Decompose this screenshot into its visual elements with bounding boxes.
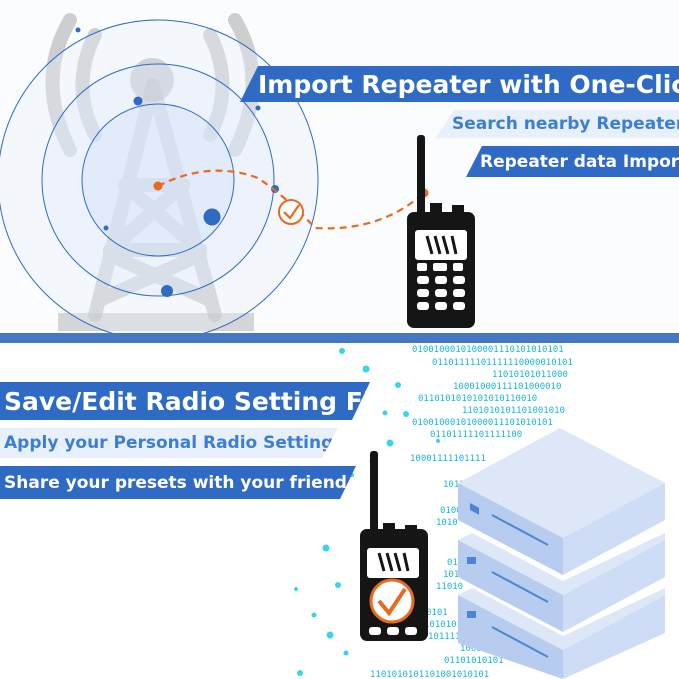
top-subline-1-banner: Search nearby Repeater xyxy=(436,110,679,138)
checkmark-icon xyxy=(278,199,304,225)
signal-rings-icon xyxy=(0,19,319,335)
svg-text:11010: 11010 xyxy=(436,582,463,592)
svg-text:1101010101101001010101: 1101010101101001010101 xyxy=(370,670,489,679)
top-subline-2-banner: Repeater data Import xyxy=(466,146,679,177)
data-particles xyxy=(294,348,440,676)
top-subline-2: Repeater data Import xyxy=(480,151,679,172)
svg-text:0101: 0101 xyxy=(426,608,448,618)
bottom-subline-1: Apply your Personal Radio Setting xyxy=(4,433,334,453)
top-illustration xyxy=(0,13,475,335)
svg-text:01001: 01001 xyxy=(440,506,467,516)
bottom-headline: Save/Edit Radio Setting File xyxy=(4,386,397,416)
bottom-subline-1-banner: Apply your Personal Radio Setting xyxy=(0,428,338,458)
svg-text:11010101011000: 11010101011000 xyxy=(492,370,568,380)
top-headline-banner: Import Repeater with One-Click xyxy=(240,66,679,102)
bottom-subline-2-banner: Share your presets with your friend xyxy=(0,466,356,499)
svg-text:1010: 1010 xyxy=(443,570,465,580)
svg-text:1011111: 1011111 xyxy=(428,632,466,642)
svg-text:01001000101000011101010101: 01001000101000011101010101 xyxy=(412,418,553,428)
svg-text:10101010: 10101010 xyxy=(424,620,467,630)
walkie-talkie-icon xyxy=(407,135,475,328)
svg-text:1101010101101001010: 1101010101101001010 xyxy=(462,406,565,416)
checkmark-icon xyxy=(369,578,415,624)
top-subline-1: Search nearby Repeater xyxy=(452,114,679,134)
bottom-subline-2: Share your presets with your friend xyxy=(4,472,347,493)
svg-text:10001111101111: 10001111101111 xyxy=(410,454,486,464)
svg-text:10111: 10111 xyxy=(443,480,470,490)
bottom-headline-banner: Save/Edit Radio Setting File xyxy=(0,382,370,420)
svg-text:1010: 1010 xyxy=(436,518,458,528)
svg-text:01101010101: 01101010101 xyxy=(444,656,504,666)
svg-text:0100100010100001110101010101: 0100100010100001110101010101 xyxy=(412,345,564,355)
bottom-illustration: 0100100010100001110101010101 01101111101… xyxy=(294,345,665,679)
tower-base xyxy=(58,313,254,331)
walkie-talkie-icon xyxy=(360,451,428,641)
svg-text:010: 010 xyxy=(447,558,463,568)
svg-text:10001000111101000010: 10001000111101000010 xyxy=(453,382,561,392)
svg-text:01101111101111100: 01101111101111100 xyxy=(430,430,522,440)
svg-text:0110101010101010110010: 0110101010101010110010 xyxy=(418,394,537,404)
top-headline: Import Repeater with One-Click xyxy=(258,69,679,99)
tower-top-icon xyxy=(130,58,174,102)
svg-text:01101111101111110000010101: 01101111101111110000010101 xyxy=(432,358,573,368)
server-stack-icon xyxy=(458,428,665,679)
section-divider xyxy=(0,333,679,343)
